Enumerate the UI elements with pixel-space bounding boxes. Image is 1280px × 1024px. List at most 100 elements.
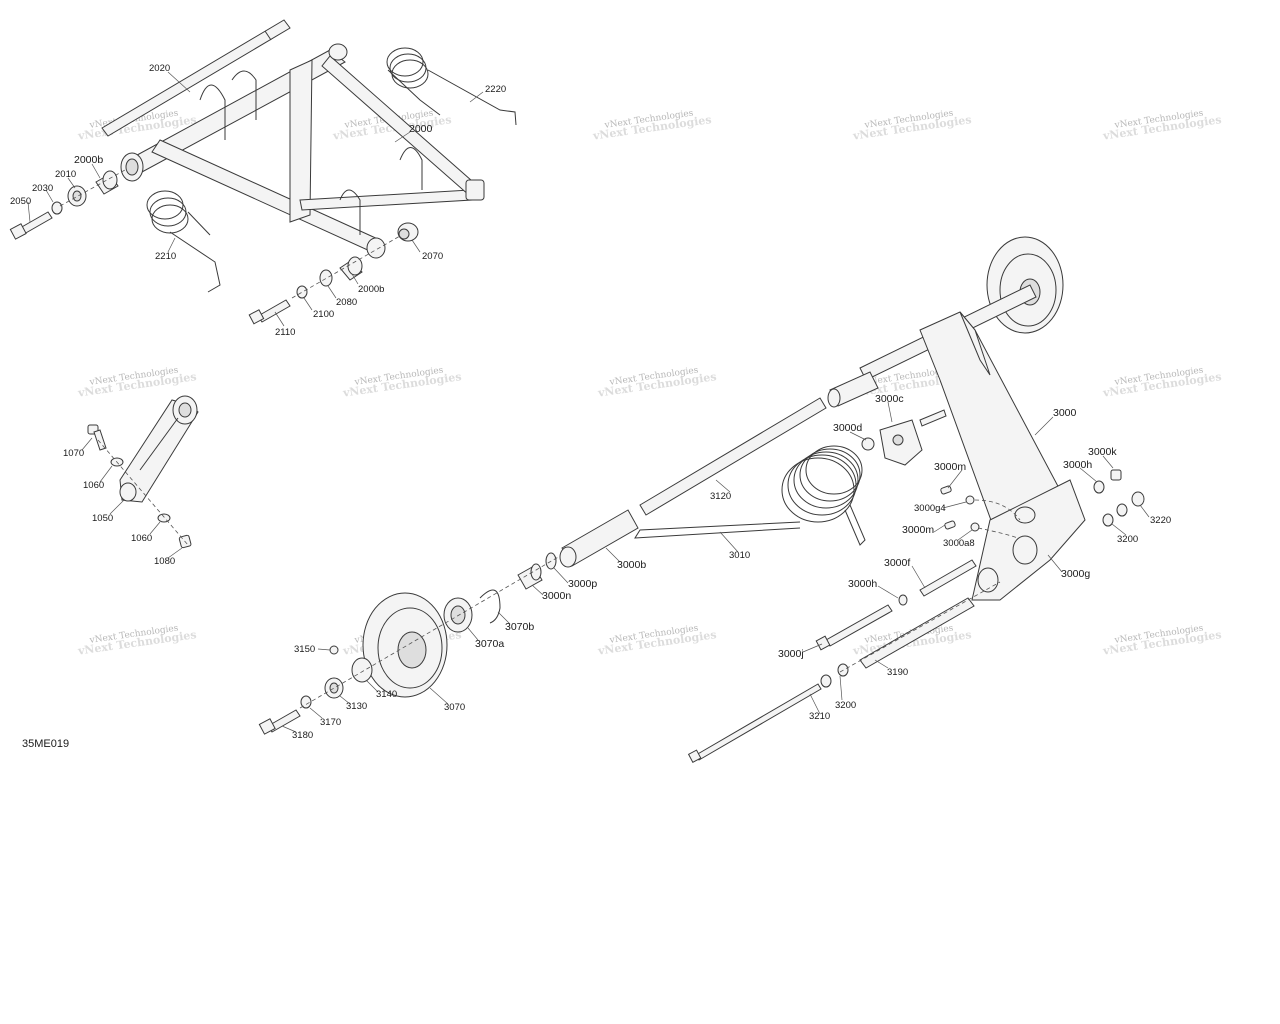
- callout-2010: 2010: [55, 169, 76, 180]
- callout-3140: 3140: [376, 689, 397, 700]
- washer-3200-bottom-b: [820, 674, 832, 688]
- callout-3000m-bottom: 3000m: [902, 524, 934, 536]
- washer-2030: [51, 201, 63, 215]
- bushing-2000b-bottom: [339, 256, 363, 281]
- callout-3000f: 3000f: [884, 557, 910, 569]
- callout-2080: 2080: [336, 297, 357, 308]
- callout-3000: 3000: [1053, 407, 1077, 419]
- callout-2110: 2110: [275, 327, 295, 338]
- callout-2100: 2100: [313, 309, 334, 320]
- callout-3190: 3190: [887, 667, 908, 678]
- callout-3000k: 3000k: [1088, 446, 1117, 458]
- shaft-2020: [101, 19, 291, 137]
- callout-1060-top: 1060: [83, 480, 104, 491]
- sleeve-upper: [827, 371, 879, 408]
- idler-wheel-bottom-assembly: [258, 552, 561, 735]
- torsion-spring-2210: [146, 190, 221, 293]
- torsion-spring-2220: [386, 47, 517, 126]
- leader-lines: [27, 71, 1150, 733]
- callout-1070: 1070: [63, 448, 84, 459]
- callout-3000j: 3000j: [778, 648, 804, 660]
- shaft-3120: [639, 397, 827, 516]
- callout-1060-bottom: 1060: [131, 533, 152, 544]
- circlip-3070b: [479, 589, 501, 624]
- callout-3000p: 3000p: [568, 578, 597, 590]
- callout-3000g4: 3000g4: [914, 503, 946, 514]
- callout-1080: 1080: [154, 556, 175, 567]
- callout-2070: 2070: [422, 251, 443, 262]
- callout-2000b-top: 2000b: [74, 154, 103, 166]
- idler-wheel-top: [986, 236, 1064, 334]
- bolt-1070: [87, 424, 107, 451]
- bolt-2110: [248, 299, 291, 325]
- callout-3200-bottom: 3200: [835, 700, 856, 711]
- tube-3190: [859, 597, 975, 669]
- grease-fitting-3150: [329, 645, 339, 655]
- callout-3000c: 3000c: [875, 393, 904, 405]
- callout-3200-top: 3200: [1117, 534, 1138, 545]
- set-screw-3000m-b: [944, 520, 956, 530]
- bracket-3000c: [879, 419, 923, 466]
- bearing-3070a: [443, 597, 473, 633]
- callout-3220: 3220: [1150, 515, 1171, 526]
- washer-3000h-bottom: [898, 594, 908, 606]
- spacer-3000n: [517, 563, 543, 590]
- callout-3070: 3070: [444, 702, 465, 713]
- washer-3000h-top: [1093, 480, 1105, 494]
- washer-2100: [296, 285, 308, 299]
- callout-3000g: 3000g: [1061, 568, 1090, 580]
- nut-3000k: [1110, 469, 1122, 481]
- callout-3000n: 3000n: [542, 590, 571, 602]
- callout-3000h-bottom: 3000h: [848, 578, 877, 590]
- callout-3070a: 3070a: [475, 638, 504, 650]
- front-arm-assembly: [9, 19, 517, 325]
- bushing-3130: [324, 677, 344, 699]
- callout-2210: 2210: [155, 251, 176, 262]
- idler-wheel-3070: [362, 592, 448, 698]
- callout-2000b-bottom: 2000b: [358, 284, 384, 295]
- callout-3120: 3120: [710, 491, 731, 502]
- bolt-3210: [687, 683, 822, 763]
- callout-3000h-top: 3000h: [1063, 459, 1092, 471]
- callout-3210: 3210: [809, 711, 830, 722]
- callout-3000a8: 3000a8: [943, 538, 975, 549]
- callout-2020: 2020: [149, 63, 170, 74]
- callout-2000: 2000: [409, 123, 433, 135]
- nut-3000g4: [965, 495, 975, 505]
- rod-3000f: [919, 559, 977, 597]
- clip-3000d: [861, 437, 875, 451]
- bushing-2000b-top: [95, 170, 119, 195]
- callout-3150: 3150: [294, 644, 315, 655]
- sleeve-3000b: [559, 509, 639, 568]
- bolt-2050: [9, 211, 53, 240]
- bolt-3000j: [815, 604, 893, 651]
- spring-3010: [634, 445, 866, 546]
- washer-2080: [319, 269, 333, 287]
- callout-3070b: 3070b: [505, 621, 534, 633]
- spacer-3140: [351, 657, 373, 683]
- nut-2070: [397, 222, 419, 242]
- washer-3200-top: [1116, 503, 1128, 517]
- set-screw-3000m-a: [940, 485, 952, 495]
- nut-3220: [1131, 491, 1145, 507]
- callout-3000b: 3000b: [617, 559, 646, 571]
- diagram-reference-code: 35ME019: [22, 738, 69, 750]
- callout-1050: 1050: [92, 513, 113, 524]
- callout-3000d: 3000d: [833, 422, 862, 434]
- callout-2030: 2030: [32, 183, 53, 194]
- rear-arm-3000: [919, 311, 1086, 601]
- bushing-2010: [67, 185, 87, 207]
- rear-arm-assembly: [559, 236, 1145, 763]
- callout-2050: 2050: [10, 196, 31, 207]
- bolt-3180: [258, 709, 301, 735]
- link-assembly-1050: [87, 395, 199, 549]
- nut-3000a8: [970, 522, 980, 532]
- callout-3000m-top: 3000m: [934, 461, 966, 473]
- washer-3170: [300, 695, 312, 709]
- callout-3170: 3170: [320, 717, 341, 728]
- washer-1060-bottom: [157, 513, 171, 523]
- callout-2220: 2220: [485, 84, 506, 95]
- arm-frame-2000: [120, 43, 485, 259]
- washer-3200-top-b: [1102, 513, 1114, 527]
